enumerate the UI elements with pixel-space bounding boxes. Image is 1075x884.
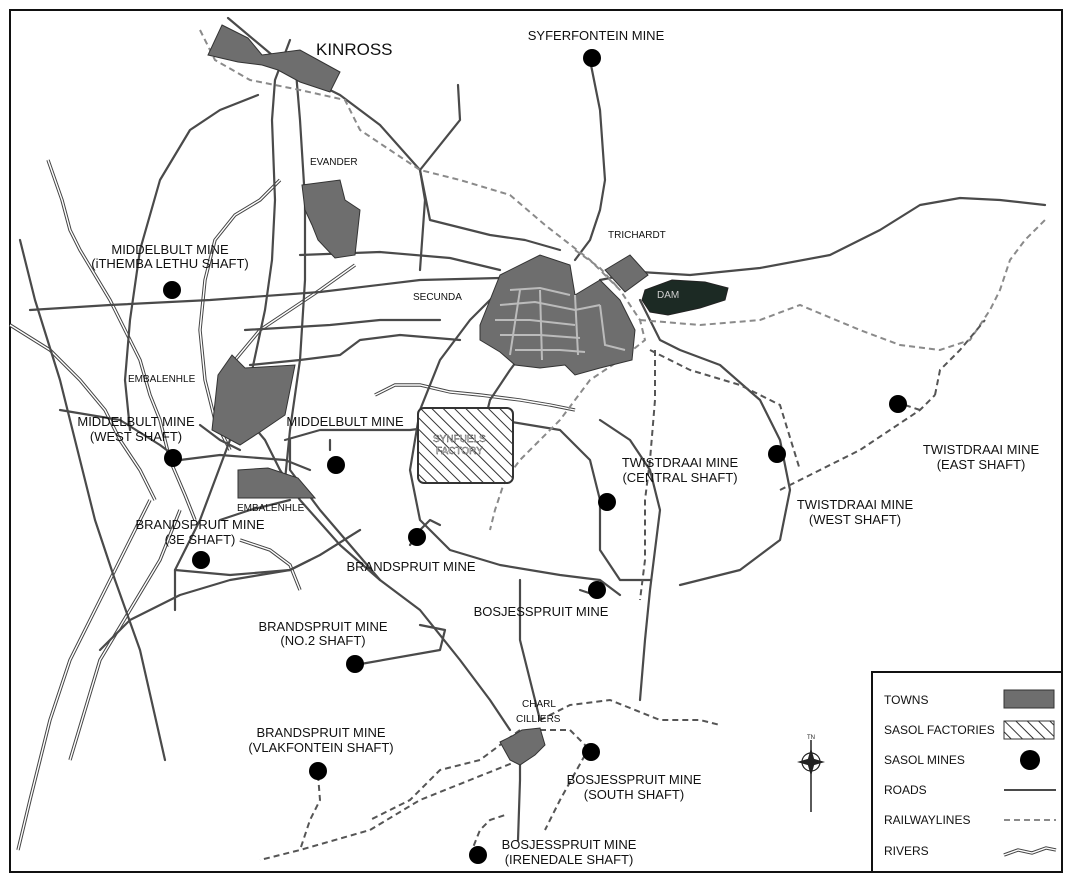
town-embalenhle-north-shape (211, 354, 296, 446)
legend-label-roads: ROADS (884, 783, 927, 797)
mine-label-middelbult-west-2: (WEST SHAFT) (90, 429, 182, 444)
mine-label-twistdraai-west-2: (WEST SHAFT) (809, 512, 901, 527)
town-label-embalenhle-north: EMBALENHLE (128, 374, 196, 385)
town-trichardt-shape (604, 254, 649, 293)
town-label-charl-line1: CHARL (522, 699, 556, 710)
legend-label-rivers: RIVERS (884, 844, 929, 858)
mine-label-brandspruit-vlakfontein-2: (VLAKFONTEIN SHAFT) (248, 740, 393, 755)
mine-label-middelbult-ithemba-2: (iTHEMBA LETHU SHAFT) (91, 256, 248, 271)
legend-swatch-mines (1020, 750, 1040, 770)
mine-label-brandspruit-3e-2: (3E SHAFT) (165, 532, 236, 547)
mine-label-bosjesspruit-irenedale-2: (IRENEDALE SHAFT) (505, 852, 634, 867)
town-kinross-shape (207, 24, 341, 93)
town-secunda-shape (479, 254, 636, 376)
mine-label-bosjesspruit-irenedale-1: BOSJESSPRUIT MINE (502, 837, 637, 852)
legend-label-railways: RAILWAYLINES (884, 813, 970, 827)
mine-marker-syferfontein (583, 49, 601, 67)
mine-label-twistdraai-east-2: (EAST SHAFT) (937, 457, 1026, 472)
roads-layer (18, 16, 1047, 842)
mine-label-bosjesspruit: BOSJESSPRUIT MINE (474, 604, 609, 619)
mine-marker-brandspruit-no2 (346, 655, 364, 673)
mine-label-middelbult-ithemba-1: MIDDELBULT MINE (111, 242, 229, 257)
secunda-streets (495, 286, 626, 361)
town-label-evander: EVANDER (310, 157, 358, 168)
legend-swatch-towns (1003, 689, 1055, 709)
compass-label: TN (807, 735, 815, 741)
town-evander-shape (301, 179, 361, 259)
dam-shape (641, 279, 729, 316)
town-label-secunda: SECUNDA (413, 292, 462, 303)
town-charl-cilliers-shape (499, 727, 546, 766)
mine-marker-middelbult (327, 456, 345, 474)
mine-label-twistdraai-east-1: TWISTDRAAI MINE (923, 442, 1040, 457)
mine-label-middelbult-west-1: MIDDELBULT MINE (77, 414, 195, 429)
mine-marker-brandspruit (408, 528, 426, 546)
mine-marker-brandspruit-vlakfontein (309, 762, 327, 780)
legend-label-mines: SASOL MINES (884, 753, 965, 767)
mine-label-syferfontein: SYFERFONTEIN MINE (528, 28, 665, 43)
towns-layer (207, 24, 729, 766)
mine-label-bosjesspruit-south-2: (SOUTH SHAFT) (584, 787, 684, 802)
compass-rose-icon: TN (797, 735, 825, 812)
legend-swatch-factories (1003, 720, 1055, 740)
mine-marker-twistdraai-central (598, 493, 616, 511)
synfuels-label-line1: SYNFUELS (433, 434, 486, 445)
mine-label-twistdraai-central-1: TWISTDRAAI MINE (622, 455, 739, 470)
mine-marker-middelbult-west (164, 449, 182, 467)
mine-label-twistdraai-central-2: (CENTRAL SHAFT) (622, 470, 737, 485)
town-embalenhle-south-shape (237, 467, 317, 499)
mine-label-brandspruit-no2-1: BRANDSPRUIT MINE (258, 619, 387, 634)
mine-label-middelbult: MIDDELBULT MINE (286, 414, 404, 429)
mine-label-brandspruit-3e-1: BRANDSPRUIT MINE (135, 517, 264, 532)
synfuels-label-line2: FACTORY (436, 446, 483, 457)
mine-label-brandspruit: BRANDSPRUIT MINE (346, 559, 475, 574)
synfuels-factory-shape (417, 407, 514, 484)
mine-marker-middelbult-ithemba (163, 281, 181, 299)
mine-label-brandspruit-no2-2: (NO.2 SHAFT) (280, 633, 365, 648)
town-label-trichardt: TRICHARDT (608, 230, 666, 241)
mines-layer (163, 49, 907, 864)
mine-label-brandspruit-vlakfontein-1: BRANDSPRUIT MINE (256, 725, 385, 740)
legend: TOWNS SASOL FACTORIES SASOL MINES ROADS … (871, 671, 1063, 873)
mine-label-twistdraai-west-1: TWISTDRAAI MINE (797, 497, 914, 512)
labels-layer: KINROSS EVANDER TRICHARDT SECUNDA EMBALE… (77, 28, 1039, 867)
mine-marker-twistdraai-east (889, 395, 907, 413)
mine-marker-brandspruit-3e (192, 551, 210, 569)
dam-label: DAM (657, 290, 679, 301)
mine-label-bosjesspruit-south-1: BOSJESSPRUIT MINE (567, 772, 702, 787)
legend-label-factories: SASOL FACTORIES (884, 723, 995, 737)
town-label-embalenhle-south: EMBALENHLE (237, 503, 305, 514)
mine-marker-twistdraai-west (768, 445, 786, 463)
mine-marker-bosjesspruit-south (582, 743, 600, 761)
mine-marker-bosjesspruit-irenedale (469, 846, 487, 864)
legend-label-towns: TOWNS (884, 693, 928, 707)
town-label-kinross: KINROSS (316, 40, 393, 59)
mine-marker-bosjesspruit (588, 581, 606, 599)
railways-layer (199, 29, 1046, 861)
town-label-charl-line2: CILLIERS (516, 714, 561, 725)
